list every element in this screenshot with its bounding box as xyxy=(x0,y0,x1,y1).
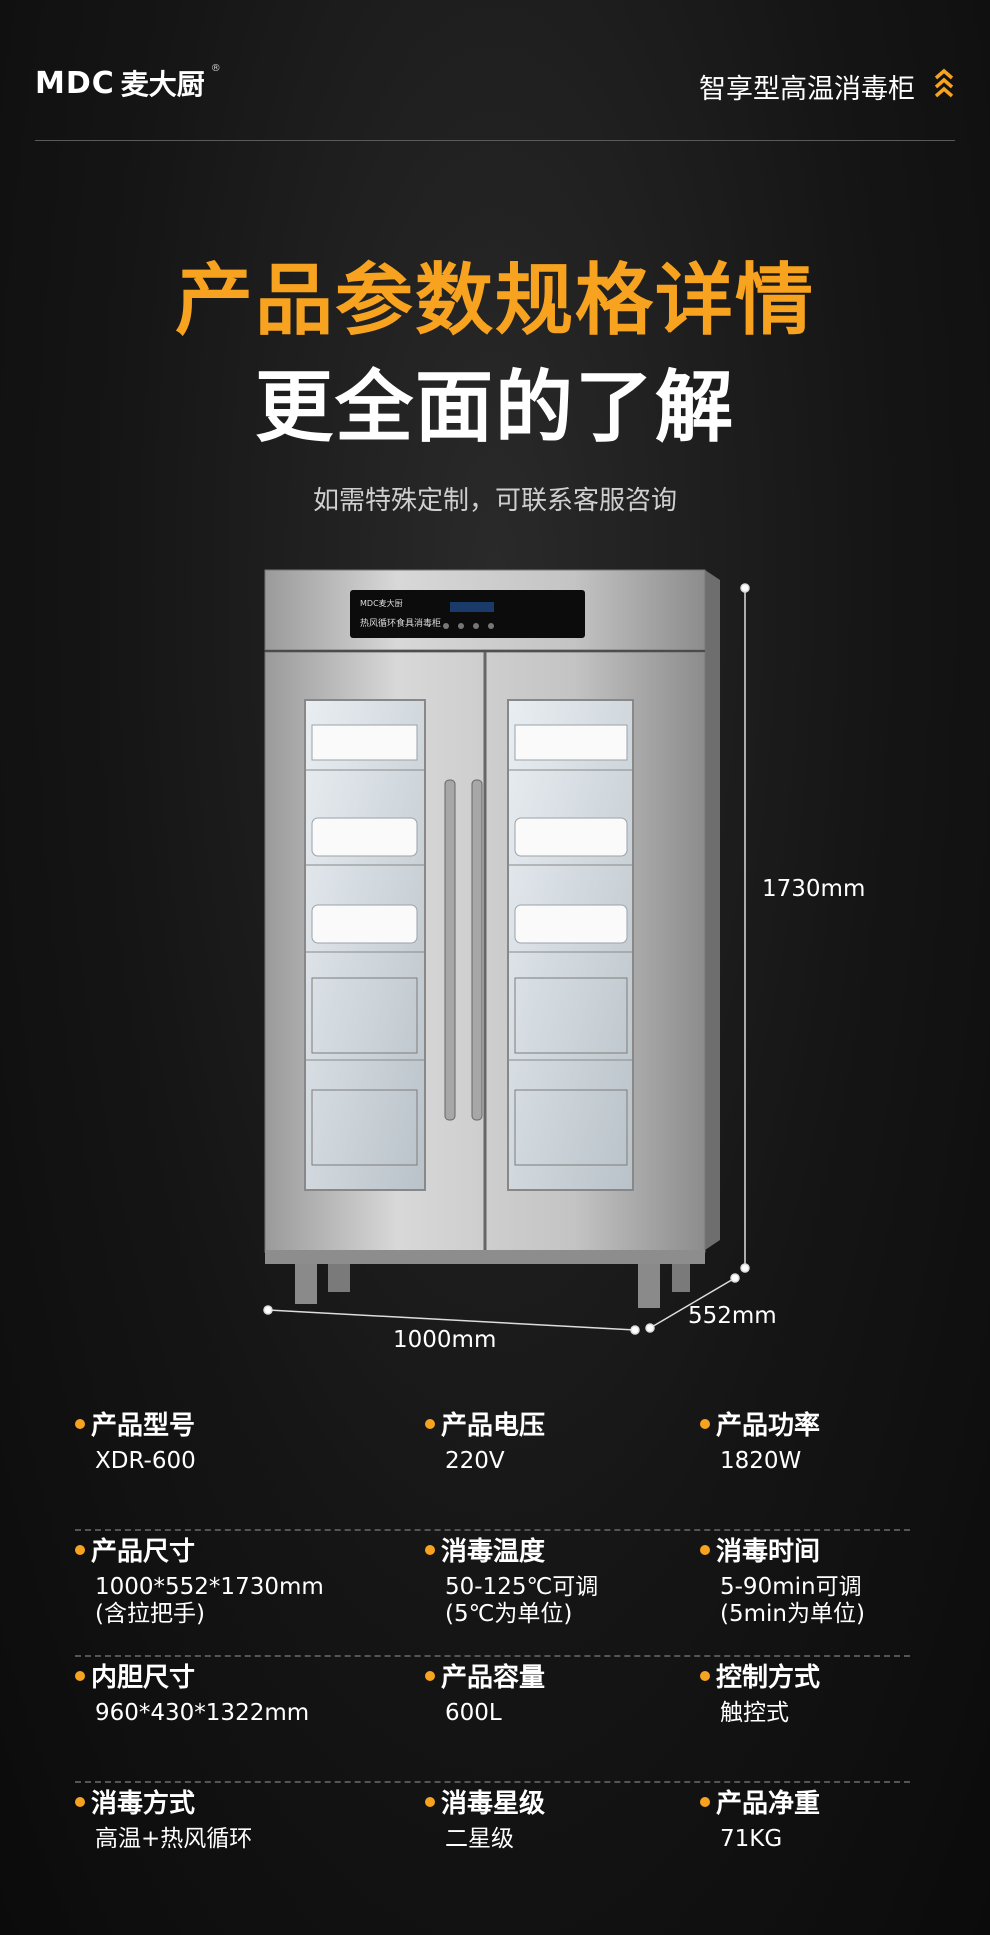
spec-item: 消毒星级 二星级 xyxy=(425,1783,545,1853)
panel-name: 热风循环食具消毒柜 xyxy=(360,617,441,629)
spec-item: 消毒方式 高温+热风循环 xyxy=(75,1783,252,1853)
spec-row: 产品尺寸 1000*552*1730mm (含拉把手) 消毒温度 50-125℃… xyxy=(75,1531,910,1657)
bullet-dot xyxy=(75,1796,85,1807)
bullet-dot xyxy=(425,1796,435,1807)
dimension-width: 1000mm xyxy=(393,1327,497,1353)
spec-item: 控制方式 触控式 xyxy=(700,1657,820,1727)
spec-value: 600L xyxy=(445,1700,502,1726)
bullet-dot xyxy=(425,1418,435,1429)
spec-item: 产品净重 71KG xyxy=(700,1783,820,1853)
bullet-dot xyxy=(75,1544,85,1555)
spec-label: 产品容量 xyxy=(441,1663,546,1693)
bullet-dot xyxy=(75,1418,85,1429)
spec-row: 内胆尺寸 960*430*1322mm 产品容量 600L 控制方式 触控式 xyxy=(75,1657,910,1783)
spec-value: 二星级 xyxy=(445,1826,514,1852)
spec-value: 220V xyxy=(445,1448,505,1474)
bullet-dot xyxy=(700,1544,710,1555)
spec-label: 产品电压 xyxy=(441,1411,546,1441)
spec-item: 产品容量 600L xyxy=(425,1657,545,1727)
spec-label: 产品功率 xyxy=(716,1411,821,1441)
hero-title-line1: 产品参数规格详情 xyxy=(174,256,815,346)
header-divider xyxy=(35,140,955,141)
panel-brand: MDC麦大厨 xyxy=(360,598,403,608)
logo-chinese: 麦大厨 xyxy=(120,68,205,101)
bullet-dot xyxy=(425,1670,435,1681)
spec-value: 5-90min可调 (5min为单位) xyxy=(720,1574,865,1627)
product-image: MDC麦大厨 热风循环食具消毒柜 xyxy=(263,569,750,1335)
double-chevron-up-icon xyxy=(934,68,954,98)
hero-subtitle: 如需特殊定制，可联系客服咨询 xyxy=(312,486,677,516)
spec-value: 触控式 xyxy=(720,1700,789,1726)
spec-value: 1000*552*1730mm (含拉把手) xyxy=(95,1574,324,1627)
spec-item: 产品功率 1820W xyxy=(700,1405,820,1475)
spec-item: 内胆尺寸 960*430*1322mm xyxy=(75,1657,309,1727)
spec-label: 消毒星级 xyxy=(441,1789,546,1819)
spec-value: 高温+热风循环 xyxy=(95,1826,253,1852)
spec-value: 50-125℃可调 (5℃为单位) xyxy=(445,1574,599,1627)
spec-value: XDR-600 xyxy=(95,1448,196,1474)
spec-label: 控制方式 xyxy=(716,1663,821,1693)
spec-label: 消毒方式 xyxy=(91,1789,196,1819)
spec-label: 产品净重 xyxy=(716,1789,821,1819)
brand-logo: MDC 麦大厨 ® xyxy=(35,63,221,103)
page-header: MDC 麦大厨 ® 智享型高温消毒柜 xyxy=(35,55,955,110)
dimension-height: 1730mm xyxy=(762,876,866,902)
spec-table: 产品型号 XDR-600 产品电压 220V 产品功率 1820W 产品尺寸 1… xyxy=(75,1405,910,1907)
spec-label: 产品型号 xyxy=(91,1411,196,1441)
bullet-dot xyxy=(700,1796,710,1807)
dimension-depth: 552mm xyxy=(688,1303,777,1329)
spec-item: 消毒时间 5-90min可调 (5min为单位) xyxy=(700,1531,865,1628)
hero-title-line2: 更全面的了解 xyxy=(254,363,735,453)
bullet-dot xyxy=(75,1670,85,1681)
bullet-dot xyxy=(700,1418,710,1429)
spec-row: 消毒方式 高温+热风循环 消毒星级 二星级 产品净重 71KG xyxy=(75,1783,910,1907)
spec-label: 产品尺寸 xyxy=(91,1537,196,1567)
spec-value: 960*430*1322mm xyxy=(95,1700,310,1726)
header-title: 智享型高温消毒柜 xyxy=(699,74,915,105)
spec-item: 产品型号 XDR-600 xyxy=(75,1405,196,1475)
spec-row: 产品型号 XDR-600 产品电压 220V 产品功率 1820W xyxy=(75,1405,910,1531)
spec-label: 消毒温度 xyxy=(441,1537,546,1567)
spec-item: 产品电压 220V xyxy=(425,1405,545,1475)
logo-latin: MDC xyxy=(35,65,115,101)
spec-value: 1820W xyxy=(720,1448,802,1474)
registered-mark: ® xyxy=(210,63,221,74)
spec-label: 内胆尺寸 xyxy=(91,1663,196,1693)
bullet-dot xyxy=(700,1670,710,1681)
bullet-dot xyxy=(425,1544,435,1555)
spec-item: 消毒温度 50-125℃可调 (5℃为单位) xyxy=(425,1531,598,1628)
spec-label: 消毒时间 xyxy=(716,1537,821,1567)
spec-item: 产品尺寸 1000*552*1730mm (含拉把手) xyxy=(75,1531,324,1628)
spec-value: 71KG xyxy=(720,1826,783,1852)
